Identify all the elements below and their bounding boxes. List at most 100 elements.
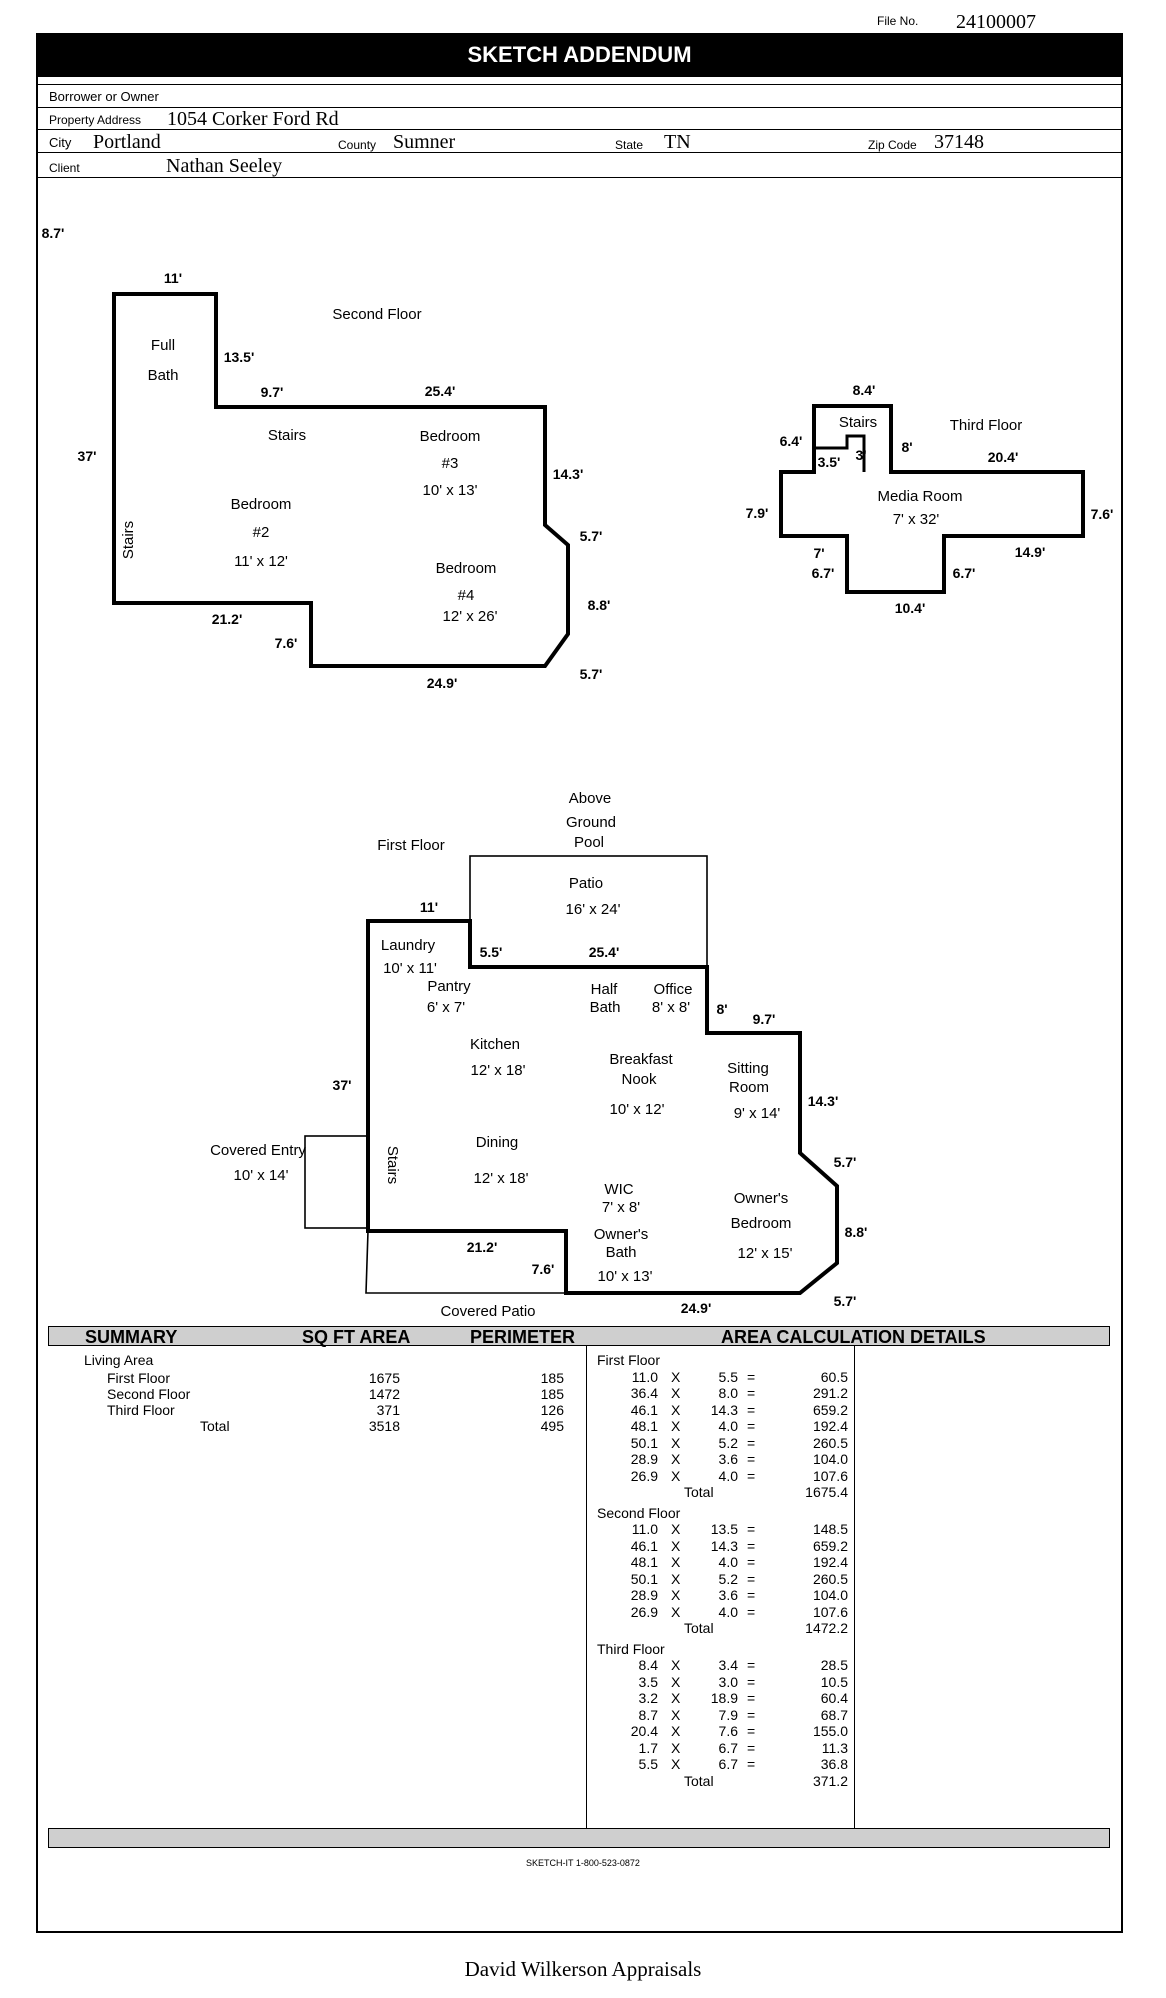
room-label: 10' x 13': [598, 1268, 653, 1285]
column-divider: [854, 1346, 855, 1828]
calc-dim-b: 4.0: [718, 1554, 738, 1570]
room-label: Pantry: [427, 978, 471, 995]
room-label: 10' x 11': [383, 960, 437, 977]
room-label: Owner's: [594, 1226, 649, 1243]
calc-dim-b: 3.0: [718, 1674, 738, 1690]
calc-dim-b: 14.3: [710, 1402, 738, 1418]
calc-dim-a: 28.9: [630, 1451, 658, 1467]
room-label: Covered Entry: [210, 1142, 306, 1159]
calc-equals: =: [747, 1707, 756, 1723]
calc-details-heading: AREA CALCULATION DETAILS: [721, 1327, 986, 1347]
calc-dim-b: 3.6: [718, 1451, 738, 1467]
calc-equals: =: [747, 1587, 756, 1603]
calc-area-value: 659.2: [812, 1402, 848, 1418]
calc-dim-a: 11.0: [631, 1369, 658, 1385]
calc-times: X: [671, 1402, 681, 1418]
calc-area-value: 104.0: [812, 1451, 848, 1467]
room-label: Above: [569, 790, 612, 807]
room-label: Stairs: [384, 1146, 401, 1184]
room-label: 12' x 15': [738, 1245, 793, 1262]
calc-area-value: 36.8: [820, 1756, 848, 1772]
calc-area-value: 260.5: [812, 1571, 848, 1587]
summary-row-name: Total: [200, 1418, 230, 1434]
calc-times: X: [671, 1657, 681, 1673]
room-label: Breakfast: [609, 1051, 673, 1068]
room-label: 12' x 18': [474, 1170, 529, 1187]
calc-dim-a: 48.1: [630, 1554, 658, 1570]
room-label: Full: [151, 337, 175, 354]
room-label: Bedroom: [436, 560, 497, 577]
calc-times: X: [671, 1521, 681, 1537]
room-label: 11' x 12': [234, 553, 288, 570]
client-value: Nathan Seeley: [166, 155, 283, 177]
room-label: Bedroom: [231, 496, 292, 513]
divider: [36, 129, 1123, 130]
calc-dim-b: 18.9: [710, 1690, 738, 1706]
dimension-label: 14.3': [808, 1093, 839, 1109]
room-label: 7' x 32': [893, 511, 940, 528]
divider: [36, 84, 1123, 85]
calc-dim-a: 11.0: [631, 1521, 658, 1537]
third-floor-stairs-outline: [814, 434, 866, 472]
calc-area-value: 192.4: [812, 1554, 848, 1570]
dimension-label: 5.7': [580, 528, 603, 544]
calc-times: X: [671, 1385, 681, 1401]
calc-dim-b: 5.2: [718, 1435, 738, 1451]
file-no-label: File No.: [877, 14, 919, 28]
calc-dim-a: 46.1: [630, 1402, 658, 1418]
calc-dim-a: 28.9: [630, 1587, 658, 1603]
dimension-label: 6.7': [812, 565, 835, 581]
calc-times: X: [671, 1451, 681, 1467]
room-label: Bedroom: [420, 428, 481, 445]
dimension-label: 14.3': [553, 466, 584, 482]
calc-area-value: 60.4: [820, 1690, 848, 1706]
summary-heading: SUMMARY: [85, 1327, 178, 1347]
client-label: Client: [49, 161, 80, 175]
summary-row-perimeter: 185: [540, 1370, 564, 1386]
calc-dim-b: 13.5: [710, 1521, 738, 1537]
calc-equals: =: [747, 1604, 756, 1620]
room-label: 10' x 12': [610, 1101, 665, 1118]
room-label: Bath: [148, 367, 179, 384]
dimension-label: 21.2': [212, 611, 243, 627]
first-floor-title: First Floor: [377, 837, 445, 854]
sqft-heading: SQ FT AREA: [302, 1327, 411, 1347]
dimension-label: 5.7': [834, 1293, 857, 1309]
dimension-label: 7.6': [275, 635, 298, 651]
calc-area-value: 291.2: [812, 1385, 848, 1401]
calc-area-value: 192.4: [812, 1418, 848, 1434]
calc-total-value: 371.2: [812, 1773, 848, 1789]
room-label: Stairs: [120, 521, 137, 559]
dimension-label: 11': [420, 899, 438, 915]
calc-dim-a: 26.9: [630, 1604, 658, 1620]
calc-area-value: 107.6: [812, 1604, 848, 1620]
calc-equals: =: [747, 1740, 756, 1756]
room-label: Stairs: [268, 427, 306, 444]
calc-group-title: Second Floor: [597, 1505, 681, 1521]
room-label: 9' x 14': [734, 1105, 781, 1122]
calc-dim-a: 46.1: [630, 1538, 658, 1554]
calc-total-label: Total: [684, 1773, 714, 1789]
room-label: Half: [591, 981, 619, 998]
calc-dim-a: 3.5: [638, 1674, 658, 1690]
calc-equals: =: [747, 1657, 756, 1673]
room-label: 8' x 8': [652, 999, 690, 1016]
calc-area-value: 11.3: [821, 1740, 848, 1756]
divider: [36, 177, 1123, 178]
room-label: Media Room: [877, 488, 962, 505]
dimension-label: 7.9': [746, 505, 769, 521]
room-label: Covered Patio: [440, 1303, 535, 1320]
calc-times: X: [671, 1723, 681, 1739]
room-label: Nook: [621, 1071, 657, 1088]
calc-area-value: 260.5: [812, 1435, 848, 1451]
summary-row-perimeter: 495: [540, 1418, 564, 1434]
county-value: Sumner: [393, 131, 456, 153]
dimension-label: 25.4': [425, 383, 456, 399]
summary-header: SUMMARY SQ FT AREA PERIMETER AREA CALCUL…: [48, 1326, 1110, 1347]
calc-equals: =: [747, 1690, 756, 1706]
calc-dim-a: 36.4: [630, 1385, 658, 1401]
city-value: Portland: [93, 131, 161, 153]
room-label: Office: [654, 981, 693, 998]
dimension-label: 9.7': [261, 384, 284, 400]
calc-dim-a: 5.5: [638, 1756, 658, 1772]
